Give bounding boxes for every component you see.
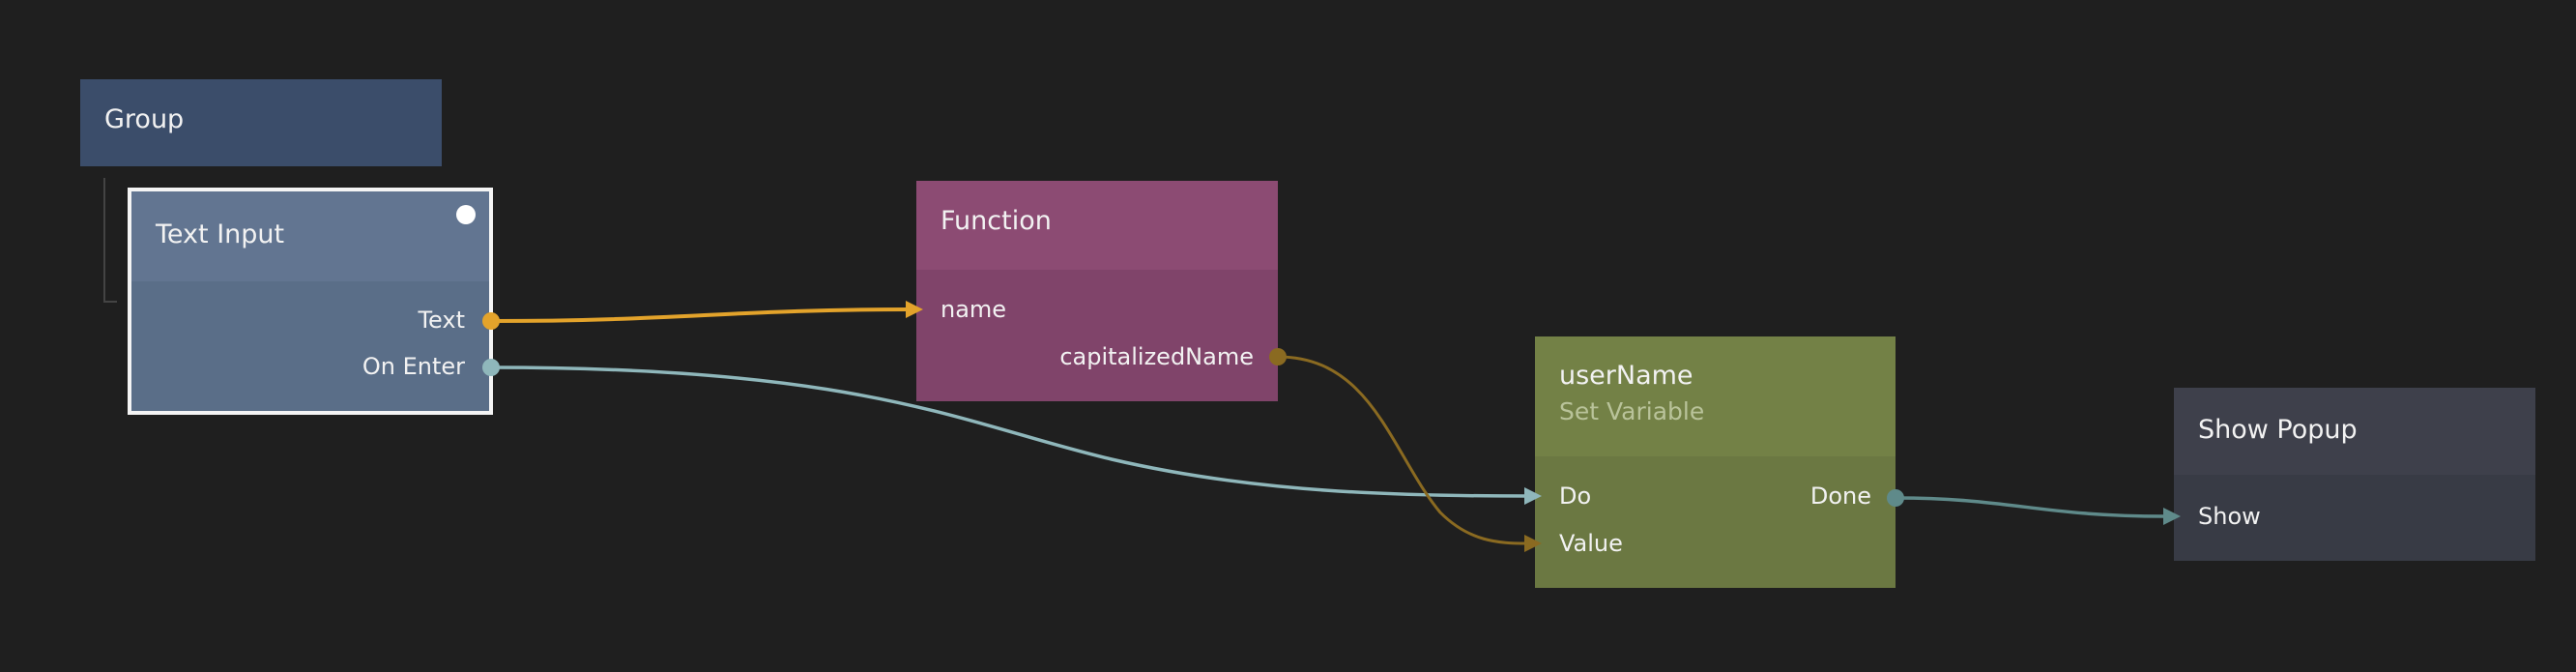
wire-capitalized-to-value[interactable] <box>1277 355 1528 545</box>
text-input-node-header: Text Input <box>131 191 489 281</box>
port-value[interactable]: Value <box>1559 530 1623 557</box>
function-node-title: Function <box>941 206 1052 236</box>
show-popup-node-title: Show Popup <box>2198 415 2358 445</box>
text-input-node-title: Text Input <box>156 219 285 249</box>
function-node-header: Function <box>916 181 1278 270</box>
port-name[interactable]: name <box>941 296 1007 323</box>
function-node[interactable]: Function name capitalizedName <box>916 181 1278 401</box>
wire-done-to-show[interactable] <box>1895 496 2166 518</box>
set-variable-node-subtitle: Set Variable <box>1559 397 1705 425</box>
port-show[interactable]: Show <box>2198 503 2261 530</box>
set-variable-node-title: userName <box>1559 361 1693 391</box>
set-variable-node[interactable]: userName Set Variable Do Value Done <box>1535 336 1896 588</box>
port-text[interactable]: Text <box>418 307 465 334</box>
show-popup-node-header: Show Popup <box>2174 388 2535 475</box>
show-popup-node[interactable]: Show Popup Show <box>2174 388 2535 561</box>
selected-indicator-icon <box>456 205 476 224</box>
group-node[interactable]: Group <box>80 79 442 166</box>
text-input-node[interactable]: Text Input Text On Enter <box>128 188 493 415</box>
group-child-bracket <box>103 178 117 303</box>
port-done[interactable]: Done <box>1809 482 1871 510</box>
wire-text-to-name[interactable] <box>490 307 910 323</box>
group-node-title: Group <box>104 104 185 134</box>
port-on-enter[interactable]: On Enter <box>362 353 465 380</box>
set-variable-node-header: userName Set Variable <box>1535 336 1896 456</box>
port-do[interactable]: Do <box>1559 482 1592 510</box>
port-capitalized-name[interactable]: capitalizedName <box>1059 343 1254 370</box>
